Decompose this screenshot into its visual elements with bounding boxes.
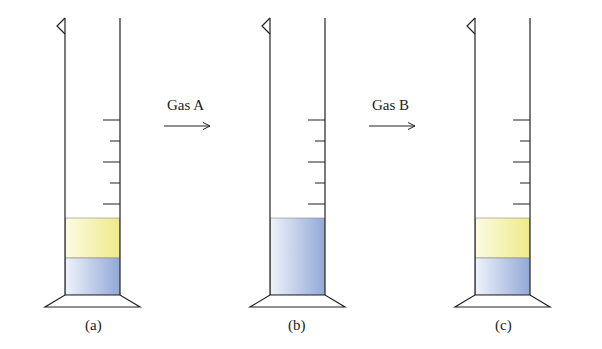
process-arrow	[369, 125, 415, 126]
gas-label: Gas A	[167, 98, 204, 113]
panel-label: (b)	[288, 318, 306, 333]
cylinder-b	[250, 18, 345, 307]
cylinder-c	[455, 18, 550, 307]
panel-label: (a)	[85, 318, 102, 333]
panel-label: (c)	[495, 318, 512, 333]
cylinder-a	[45, 18, 140, 307]
gas-label: Gas B	[372, 98, 409, 113]
process-arrow	[164, 125, 210, 126]
